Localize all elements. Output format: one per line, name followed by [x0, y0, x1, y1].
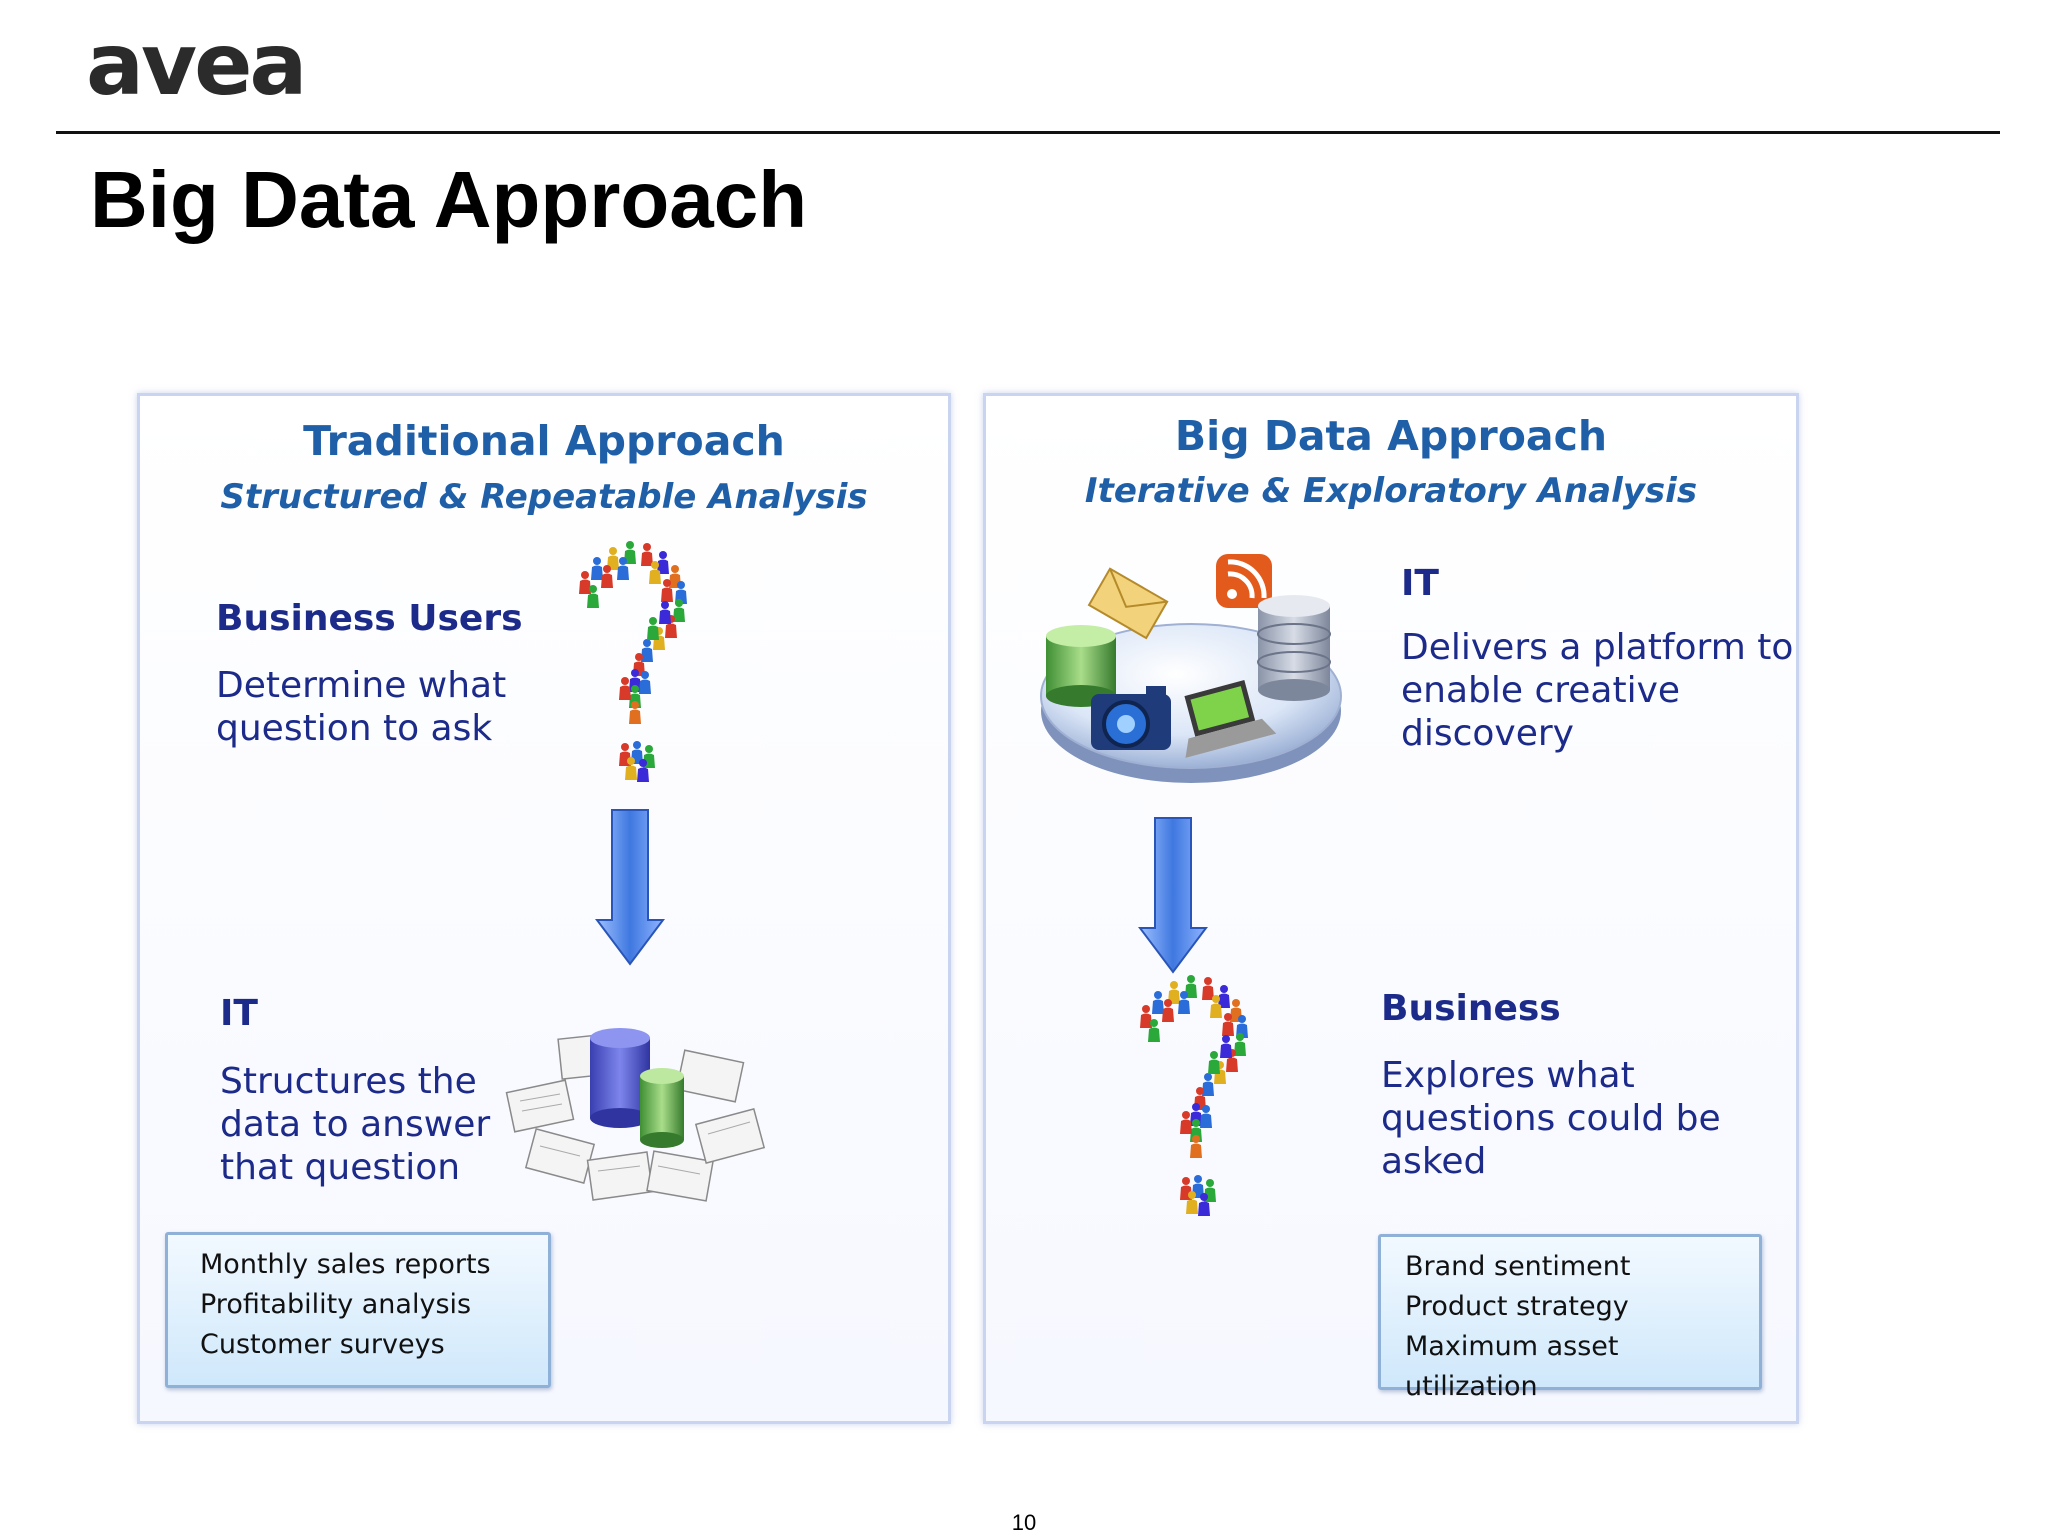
- traditional-approach-panel: Traditional Approach Structured & Repeat…: [137, 393, 951, 1424]
- big-data-approach-panel: Big Data Approach Iterative & Explorator…: [983, 393, 1799, 1424]
- it-heading: IT: [220, 993, 258, 1034]
- panel-subtitle: Structured & Repeatable Analysis: [220, 477, 868, 517]
- business-users-heading: Business Users: [216, 598, 523, 639]
- slide-title: Big Data Approach: [90, 155, 808, 244]
- avea-logo: avea: [86, 15, 307, 115]
- it-description: Structures the data to answer that quest…: [220, 1061, 491, 1188]
- panel-title: Traditional Approach: [303, 417, 785, 465]
- down-arrow-icon: [595, 809, 665, 966]
- header-divider: [56, 131, 2000, 134]
- example-item: Monthly sales reports: [200, 1249, 491, 1280]
- page-number: 10: [1011, 1510, 1037, 1535]
- traditional-examples-box: Monthly sales reports Profitability anal…: [165, 1232, 551, 1388]
- example-item: Product strategy: [1405, 1291, 1629, 1322]
- panel-subtitle: Iterative & Exploratory Analysis: [1084, 471, 1698, 511]
- business-heading: Business: [1381, 988, 1561, 1029]
- example-item: Maximum asset utilization: [1405, 1331, 1619, 1402]
- people-question-mark-icon: [1096, 968, 1296, 1228]
- data-platform-icon: [1040, 554, 1342, 783]
- business-description: Explores what questions could be asked: [1381, 1055, 1721, 1182]
- it-description: Delivers a platform to enable creative d…: [1401, 627, 1794, 754]
- people-question-mark-icon: [579, 541, 687, 782]
- example-item: Brand sentiment: [1405, 1251, 1631, 1282]
- business-users-description: Determine what question to ask: [216, 665, 507, 749]
- panel-title: Big Data Approach: [1174, 412, 1608, 460]
- big-data-examples-box: Brand sentiment Product strategy Maximum…: [1378, 1234, 1762, 1402]
- down-arrow-icon: [1138, 817, 1208, 974]
- structured-data-icon: [505, 1028, 766, 1202]
- it-heading: IT: [1401, 563, 1439, 604]
- example-item: Customer surveys: [200, 1329, 445, 1360]
- example-item: Profitability analysis: [200, 1289, 472, 1320]
